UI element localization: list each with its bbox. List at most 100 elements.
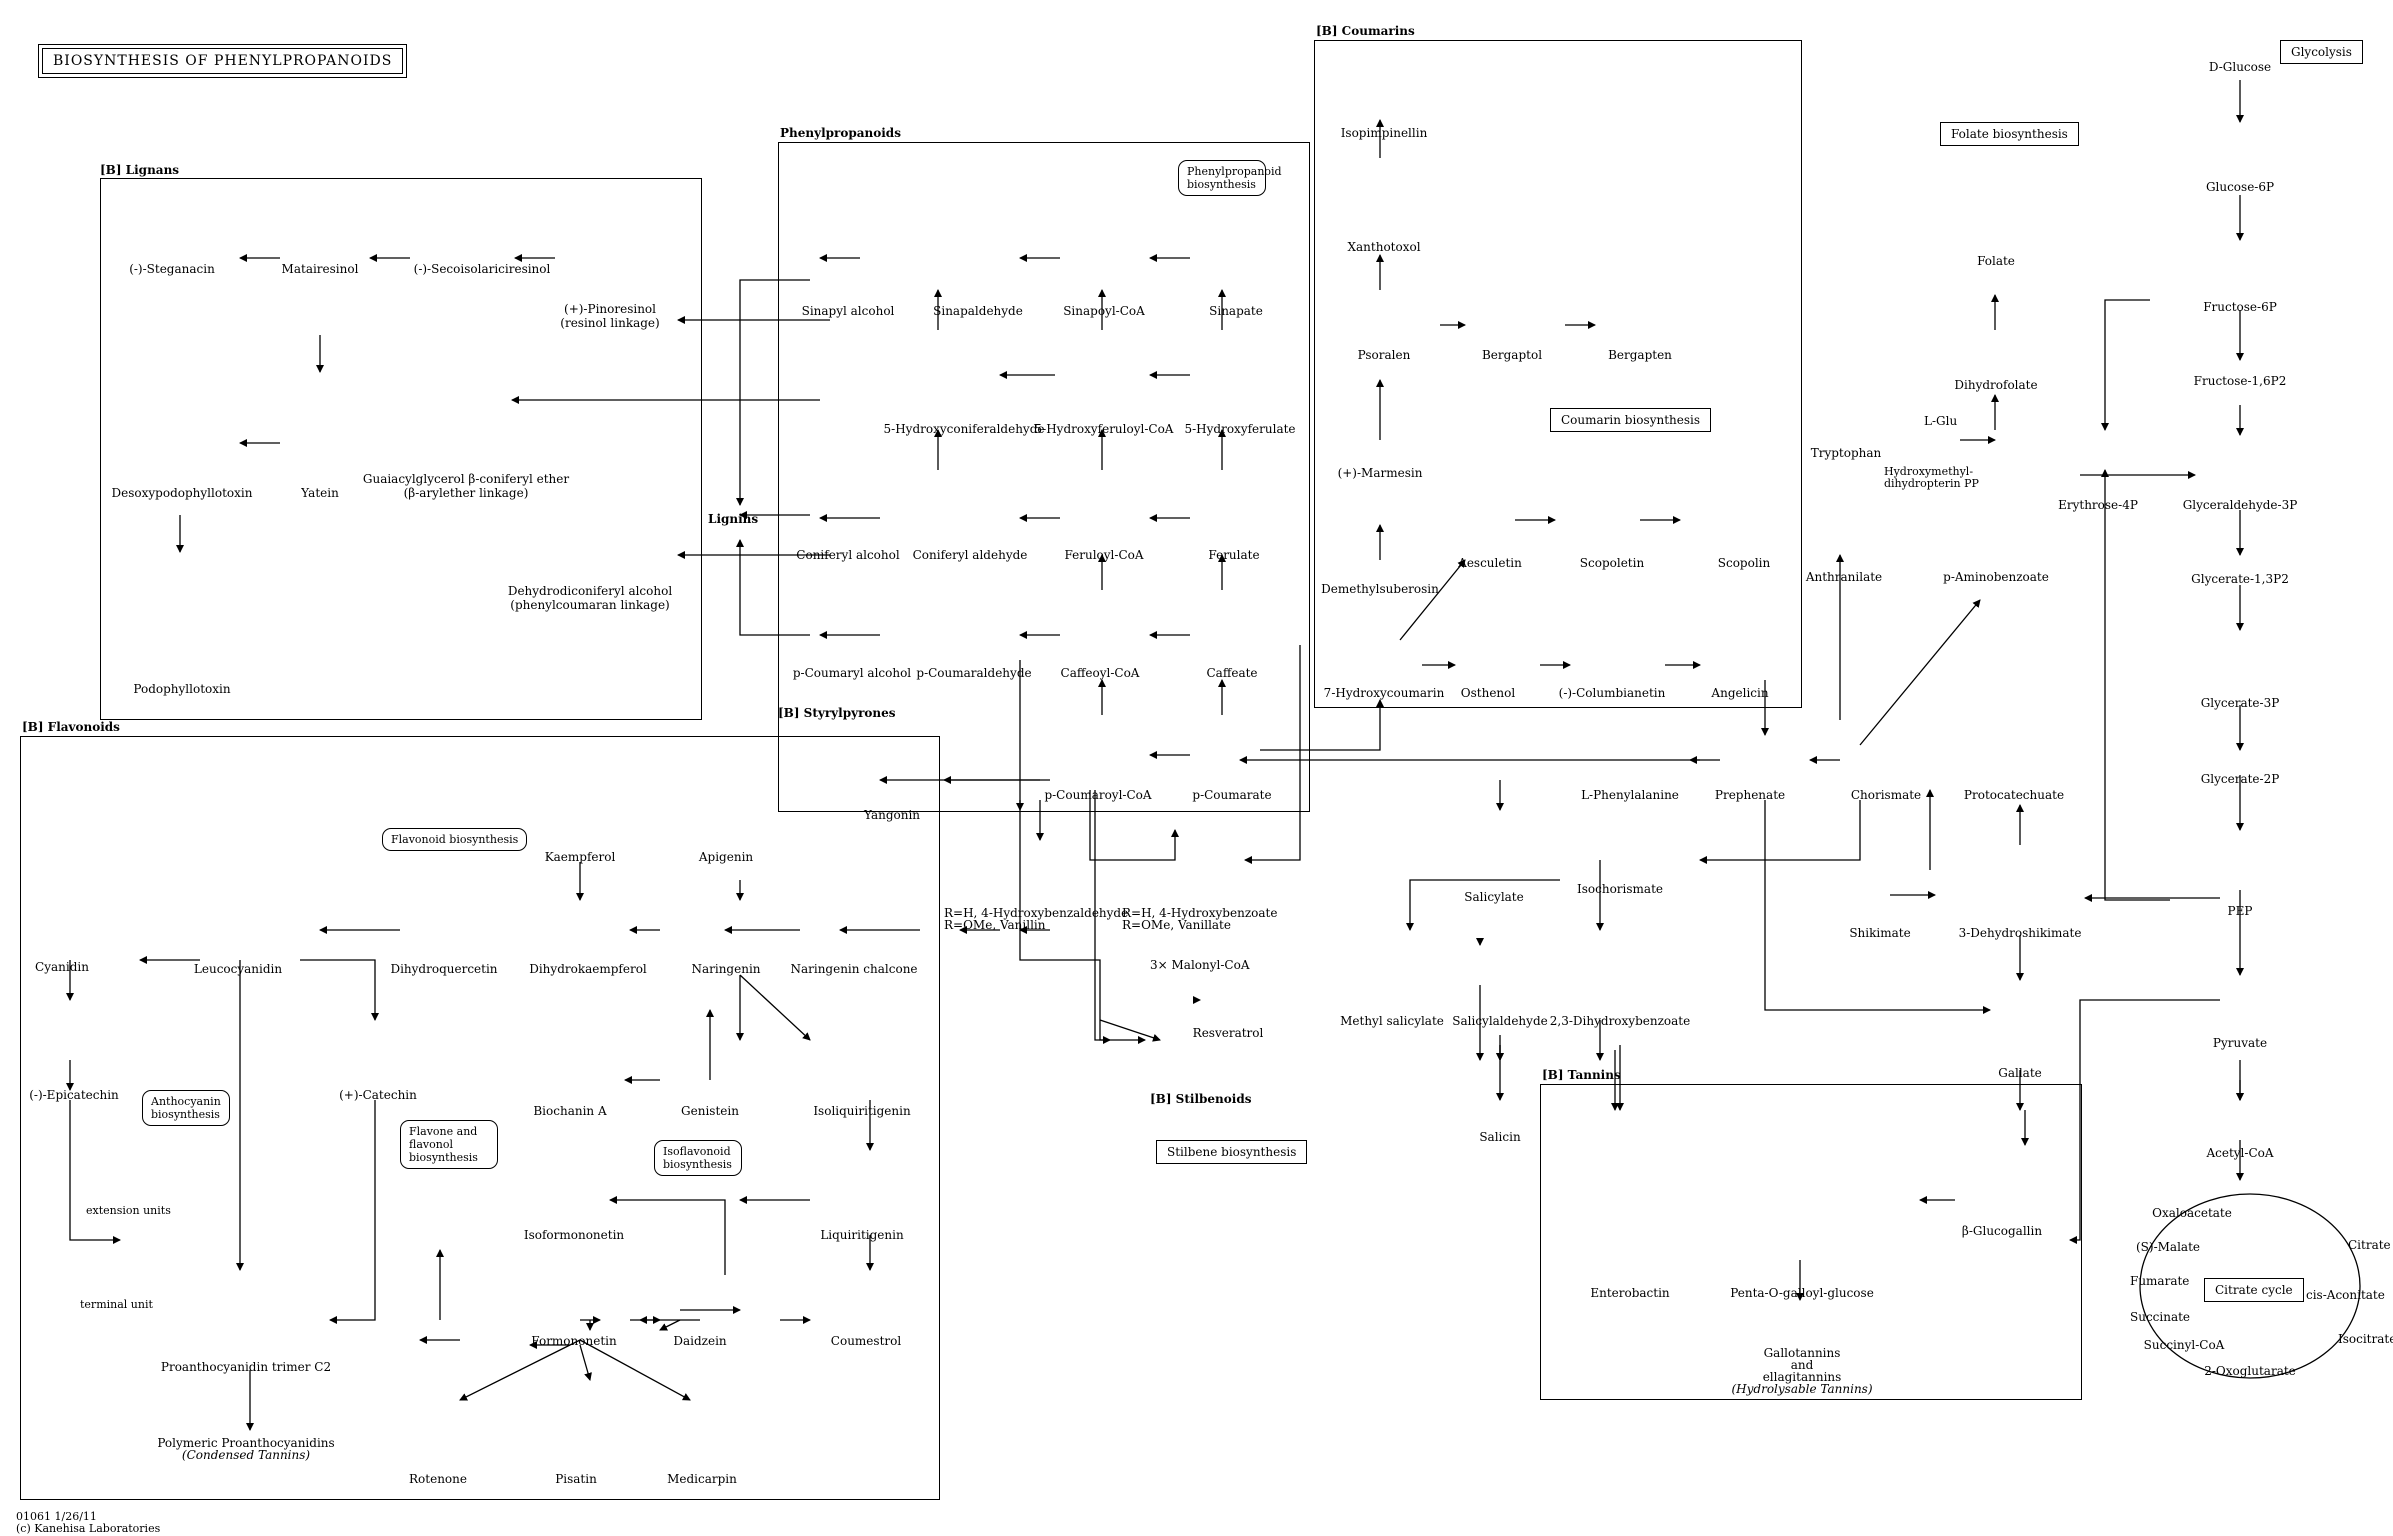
compound-glycerate-2p[interactable]: Glycerate-2P bbox=[2200, 772, 2280, 786]
map-stilbene-biosynthesis[interactable]: Stilbene biosynthesis bbox=[1156, 1140, 1308, 1164]
compound-guaiacylglycerol[interactable]: Guaiacylglycerol β-coniferyl ether bbox=[362, 472, 570, 486]
compound-daidzein[interactable]: Daidzein bbox=[673, 1334, 727, 1348]
compound-caffeoyl-coa[interactable]: Caffeoyl-CoA bbox=[1060, 666, 1140, 680]
compound-steganacin[interactable]: (-)-Steganacin bbox=[129, 262, 215, 276]
compound-d-glucose[interactable]: D-Glucose bbox=[2208, 60, 2272, 74]
compound-sinapyl-alcohol[interactable]: Sinapyl alcohol bbox=[801, 304, 895, 318]
compound-coniferyl-aldehyde[interactable]: Coniferyl aldehyde bbox=[912, 548, 1028, 562]
compound-salicin[interactable]: Salicin bbox=[1479, 1130, 1521, 1144]
compound-acetyl-coa[interactable]: Acetyl-CoA bbox=[2206, 1146, 2274, 1160]
compound-succinyl-coa[interactable]: Succinyl-CoA bbox=[2143, 1338, 2225, 1352]
compound-coniferyl-alcohol[interactable]: Coniferyl alcohol bbox=[796, 548, 900, 562]
compound-secoisolariciresinol[interactable]: (-)-Secoisolariciresinol bbox=[413, 262, 551, 276]
compound-podophyllotoxin[interactable]: Podophyllotoxin bbox=[133, 682, 231, 696]
compound-angelicin[interactable]: Angelicin bbox=[1711, 686, 1769, 700]
compound-protocatechuate[interactable]: Protocatechuate bbox=[1963, 788, 2065, 802]
compound-tryptophan[interactable]: Tryptophan bbox=[1810, 446, 1882, 460]
map-glycolysis[interactable]: Glycolysis bbox=[2280, 40, 2363, 64]
compound-hydroxymethyl-pp[interactable]: Hydroxymethyl-dihydropterin PP bbox=[1884, 465, 1979, 490]
compound-succinate[interactable]: Succinate bbox=[2130, 1310, 2191, 1324]
compound-naringenin[interactable]: Naringenin bbox=[691, 962, 761, 976]
compound-isopimpinellin[interactable]: Isopimpinellin bbox=[1340, 126, 1428, 140]
compound-gallotannins[interactable]: Gallotannins bbox=[1763, 1346, 1841, 1360]
compound-hydroxyconiferaldehyde[interactable]: 5-Hydroxyconiferaldehyde bbox=[883, 422, 1045, 436]
compound-hydroxyferuloyl-coa[interactable]: 5-Hydroxyferuloyl-CoA bbox=[1034, 422, 1174, 436]
compound-ellagitannins[interactable]: ellagitannins bbox=[1762, 1370, 1842, 1384]
compound-hydroxybenzaldehyde[interactable]: R=H, 4-Hydroxybenzaldehyde bbox=[944, 906, 1129, 920]
compound-l-phenylalanine[interactable]: L-Phenylalanine bbox=[1581, 788, 1679, 802]
compound-oxoglutarate[interactable]: 2-Oxoglutarate bbox=[2204, 1364, 2296, 1378]
compound-hydroxybenzoate[interactable]: R=H, 4-Hydroxybenzoate bbox=[1122, 906, 1278, 920]
compound-pyruvate[interactable]: Pyruvate bbox=[2212, 1036, 2268, 1050]
compound-marmesin[interactable]: (+)-Marmesin bbox=[1337, 466, 1423, 480]
compound-chorismate[interactable]: Chorismate bbox=[1850, 788, 1922, 802]
compound-anthranilate[interactable]: Anthranilate bbox=[1805, 570, 1883, 584]
compound-glycerate-13p2[interactable]: Glycerate-1,3P2 bbox=[2191, 572, 2289, 586]
compound-liquiritigenin[interactable]: Liquiritigenin bbox=[820, 1228, 904, 1242]
compound-yatein[interactable]: Yatein bbox=[301, 486, 339, 500]
compound-caffeate[interactable]: Caffeate bbox=[1206, 666, 1258, 680]
map-flavonoid-biosynthesis[interactable]: Flavonoid biosynthesis bbox=[382, 828, 528, 851]
compound-coumestrol[interactable]: Coumestrol bbox=[830, 1334, 902, 1348]
compound-demethylsuberosin[interactable]: Demethylsuberosin bbox=[1321, 582, 1439, 596]
compound-sinapaldehyde[interactable]: Sinapaldehyde bbox=[933, 304, 1023, 318]
compound-shikimate[interactable]: Shikimate bbox=[1849, 926, 1911, 940]
compound-osthenol[interactable]: Osthenol bbox=[1460, 686, 1516, 700]
compound-citrate[interactable]: Citrate bbox=[2348, 1238, 2391, 1252]
compound-hydroxycoumarin[interactable]: 7-Hydroxycoumarin bbox=[1323, 686, 1445, 700]
compound-catechin[interactable]: (+)-Catechin bbox=[339, 1088, 417, 1102]
compound-cis-aconitate[interactable]: cis-Aconitate bbox=[2306, 1288, 2385, 1302]
compound-matairesinol[interactable]: Matairesinol bbox=[281, 262, 359, 276]
compound-enterobactin[interactable]: Enterobactin bbox=[1590, 1286, 1670, 1300]
map-isoflavonoid-biosynthesis[interactable]: Isoflavonoid biosynthesis bbox=[654, 1140, 742, 1176]
compound-salicylaldehyde[interactable]: Salicylaldehyde bbox=[1452, 1014, 1548, 1028]
compound-aesculetin[interactable]: Aesculetin bbox=[1458, 556, 1522, 570]
compound-salicylate[interactable]: Salicylate bbox=[1464, 890, 1524, 904]
compound-p-aminobenzoate[interactable]: p-Aminobenzoate bbox=[1943, 570, 2049, 584]
compound-feruloyl-coa[interactable]: Feruloyl-CoA bbox=[1064, 548, 1144, 562]
compound-p-coumaraldehyde[interactable]: p-Coumaraldehyde bbox=[916, 666, 1032, 680]
compound-fumarate[interactable]: Fumarate bbox=[2130, 1274, 2190, 1288]
compound-dihydrofolate[interactable]: Dihydrofolate bbox=[1954, 378, 2038, 392]
compound-bergaptol[interactable]: Bergaptol bbox=[1481, 348, 1543, 362]
compound-glyceraldehyde-3p[interactable]: Glyceraldehyde-3P bbox=[2182, 498, 2298, 512]
compound-pentagalloyl[interactable]: Penta-O-galloyl-glucose bbox=[1730, 1286, 1874, 1300]
compound-genistein[interactable]: Genistein bbox=[681, 1104, 739, 1118]
compound-p-coumaryl-alcohol[interactable]: p-Coumaryl alcohol bbox=[792, 666, 912, 680]
map-anthocyanin-biosynthesis[interactable]: Anthocyanin biosynthesis bbox=[142, 1090, 230, 1126]
compound-epicatechin[interactable]: (-)-Epicatechin bbox=[29, 1088, 119, 1102]
compound-columbianetin[interactable]: (-)-Columbianetin bbox=[1558, 686, 1666, 700]
compound-pep[interactable]: PEP bbox=[2227, 904, 2253, 918]
compound-sinapoyl-coa[interactable]: Sinapoyl-CoA bbox=[1063, 304, 1145, 318]
compound-p-coumaroyl-coa[interactable]: p-Coumaroyl-CoA bbox=[1044, 788, 1152, 802]
map-coumarin-biosynthesis[interactable]: Coumarin biosynthesis bbox=[1550, 408, 1712, 432]
compound-medicarpin[interactable]: Medicarpin bbox=[667, 1472, 737, 1486]
compound-dihydroxybenzoate[interactable]: 2,3-Dihydroxybenzoate bbox=[1549, 1014, 1691, 1028]
compound-rotenone[interactable]: Rotenone bbox=[409, 1472, 467, 1486]
compound-prephenate[interactable]: Prephenate bbox=[1714, 788, 1786, 802]
compound-malonyl-coa[interactable]: 3× Malonyl-CoA bbox=[1150, 958, 1250, 972]
compound-glycerate-3p[interactable]: Glycerate-3P bbox=[2200, 696, 2280, 710]
compound-resveratrol[interactable]: Resveratrol bbox=[1192, 1026, 1264, 1040]
compound-naringenin-chalcone[interactable]: Naringenin chalcone bbox=[790, 962, 918, 976]
compound-yangonin[interactable]: Yangonin bbox=[863, 808, 921, 822]
compound-isochorismate[interactable]: Isochorismate bbox=[1577, 882, 1663, 896]
compound-scopoletin[interactable]: Scopoletin bbox=[1579, 556, 1645, 570]
compound-oxaloacetate[interactable]: Oxaloacetate bbox=[2152, 1206, 2232, 1220]
compound-bergapten[interactable]: Bergapten bbox=[1608, 348, 1672, 362]
compound-kaempferol[interactable]: Kaempferol bbox=[544, 850, 616, 864]
compound-hydroxyferulate[interactable]: 5-Hydroxyferulate bbox=[1184, 422, 1296, 436]
compound-cyanidin[interactable]: Cyanidin bbox=[35, 960, 89, 974]
compound-glucogallin[interactable]: β-Glucogallin bbox=[1961, 1224, 2043, 1238]
compound-pisatin[interactable]: Pisatin bbox=[555, 1472, 597, 1486]
compound-psoralen[interactable]: Psoralen bbox=[1357, 348, 1411, 362]
map-flavone-flavonol-biosynthesis[interactable]: Flavone and flavonol biosynthesis bbox=[400, 1120, 498, 1169]
compound-sinapate[interactable]: Sinapate bbox=[1209, 304, 1263, 318]
compound-desoxypodophyllotoxin[interactable]: Desoxypodophyllotoxin bbox=[111, 486, 253, 500]
compound-fructose-16p2[interactable]: Fructose-1,6P2 bbox=[2193, 374, 2287, 388]
compound-proanthocyanidin[interactable]: Proanthocyanidin trimer C2 bbox=[160, 1360, 332, 1374]
compound-lignins[interactable]: Lignins bbox=[708, 512, 759, 526]
compound-isocitrate[interactable]: Isocitrate bbox=[2338, 1332, 2393, 1346]
compound-leucocyanidin[interactable]: Leucocyanidin bbox=[193, 962, 283, 976]
compound-erythrose-4p[interactable]: Erythrose-4P bbox=[2058, 498, 2138, 512]
